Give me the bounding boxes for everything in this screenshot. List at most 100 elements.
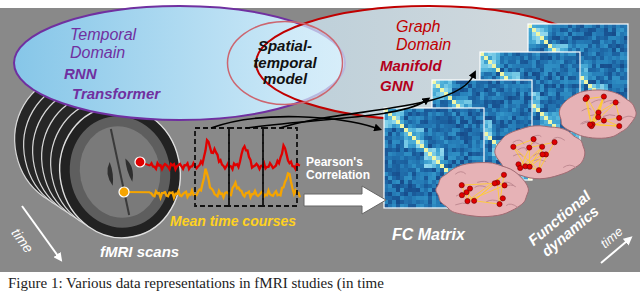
- matrix-cell: [468, 116, 472, 120]
- matrix-cell: [432, 84, 436, 88]
- matrix-cell: [484, 100, 488, 104]
- matrix-cell: [388, 116, 392, 120]
- matrix-cell: [436, 164, 440, 168]
- matrix-cell: [436, 88, 440, 92]
- matrix-cell: [484, 156, 488, 160]
- matrix-cell: [488, 72, 492, 76]
- matrix-cell: [572, 44, 576, 48]
- matrix-cell: [600, 60, 604, 64]
- matrix-cell: [560, 68, 564, 72]
- matrix-cell: [572, 40, 576, 44]
- matrix-cell: [484, 124, 488, 128]
- matrix-cell: [480, 80, 484, 84]
- matrix-cell: [544, 56, 548, 60]
- matrix-cell: [508, 88, 512, 92]
- matrix-cell: [592, 40, 596, 44]
- matrix-cell: [556, 28, 560, 32]
- matrix-cell: [536, 92, 540, 96]
- matrix-cell: [548, 108, 552, 112]
- matrix-cell: [484, 144, 488, 148]
- matrix-cell: [600, 36, 604, 40]
- matrix-cell: [600, 44, 604, 48]
- node-item: Manifold: [380, 58, 470, 75]
- matrix-cell: [460, 140, 464, 144]
- matrix-cell: [480, 84, 484, 88]
- matrix-cell: [596, 64, 600, 68]
- matrix-cell: [552, 56, 556, 60]
- matrix-cell: [556, 104, 560, 108]
- text-holder: Manifold: [380, 58, 470, 75]
- matrix-cell: [484, 116, 488, 120]
- matrix-cell: [492, 80, 496, 84]
- matrix-cell: [488, 140, 492, 144]
- matrix-cell: [516, 72, 520, 76]
- matrix-cell: [476, 140, 480, 144]
- text-holder: Transformer: [72, 86, 182, 103]
- matrix-cell: [500, 60, 504, 64]
- matrix-cell: [464, 120, 468, 124]
- matrix-cell: [532, 52, 536, 56]
- matrix-cell: [492, 52, 496, 56]
- matrix-cell: [520, 120, 524, 124]
- matrix-cell: [560, 64, 564, 68]
- matrix-cell: [440, 100, 444, 104]
- matrix-cell: [488, 124, 492, 128]
- matrix-cell: [596, 28, 600, 32]
- matrix-cell: [496, 136, 500, 140]
- matrix-cell: [516, 116, 520, 120]
- matrix-cell: [496, 108, 500, 112]
- matrix-cell: [452, 112, 456, 116]
- matrix-cell: [500, 128, 504, 132]
- matrix-cell: [460, 108, 464, 112]
- matrix-cell: [444, 128, 448, 132]
- matrix-cell: [484, 112, 488, 116]
- matrix-cell: [484, 120, 488, 124]
- matrix-cell: [588, 60, 592, 64]
- matrix-cell: [564, 80, 568, 84]
- matrix-cell: [484, 56, 488, 60]
- matrix-cell: [608, 80, 612, 84]
- matrix-cell: [524, 56, 528, 60]
- matrix-cell: [448, 108, 452, 112]
- matrix-cell: [488, 84, 492, 88]
- matrix-cell: [544, 100, 548, 104]
- matrix-cell: [544, 60, 548, 64]
- matrix-cell: [512, 108, 516, 112]
- matrix-cell: [592, 52, 596, 56]
- matrix-cell: [616, 52, 620, 56]
- matrix-cell: [460, 128, 464, 132]
- matrix-cell: [568, 24, 572, 28]
- matrix-cell: [516, 124, 520, 128]
- matrix-cell: [568, 60, 572, 64]
- matrix-cell: [548, 84, 552, 88]
- matrix-cell: [484, 140, 488, 144]
- matrix-cell: [556, 76, 560, 80]
- matrix-cell: [560, 76, 564, 80]
- matrix-cell: [544, 84, 548, 88]
- matrix-cell: [392, 116, 396, 120]
- matrix-cell: [556, 88, 560, 92]
- matrix-cell: [488, 60, 492, 64]
- matrix-cell: [488, 156, 492, 160]
- matrix-cell: [524, 112, 528, 116]
- matrix-cell: [532, 32, 536, 36]
- matrix-cell: [456, 96, 460, 100]
- matrix-cell: [552, 64, 556, 68]
- matrix-cell: [536, 80, 540, 84]
- matrix-cell: [556, 60, 560, 64]
- matrix-cell: [580, 28, 584, 32]
- matrix-cell: [552, 36, 556, 40]
- matrix-cell: [536, 64, 540, 68]
- matrix-cell: [548, 92, 552, 96]
- matrix-cell: [468, 88, 472, 92]
- matrix-cell: [612, 84, 616, 88]
- matrix-cell: [600, 48, 604, 52]
- matrix-cell: [448, 116, 452, 120]
- matrix-cell: [436, 108, 440, 112]
- matrix-cell: [492, 108, 496, 112]
- matrix-cell: [568, 84, 572, 88]
- matrix-cell: [508, 120, 512, 124]
- matrix-cell: [544, 32, 548, 36]
- matrix-cell: [552, 88, 556, 92]
- matrix-cell: [548, 72, 552, 76]
